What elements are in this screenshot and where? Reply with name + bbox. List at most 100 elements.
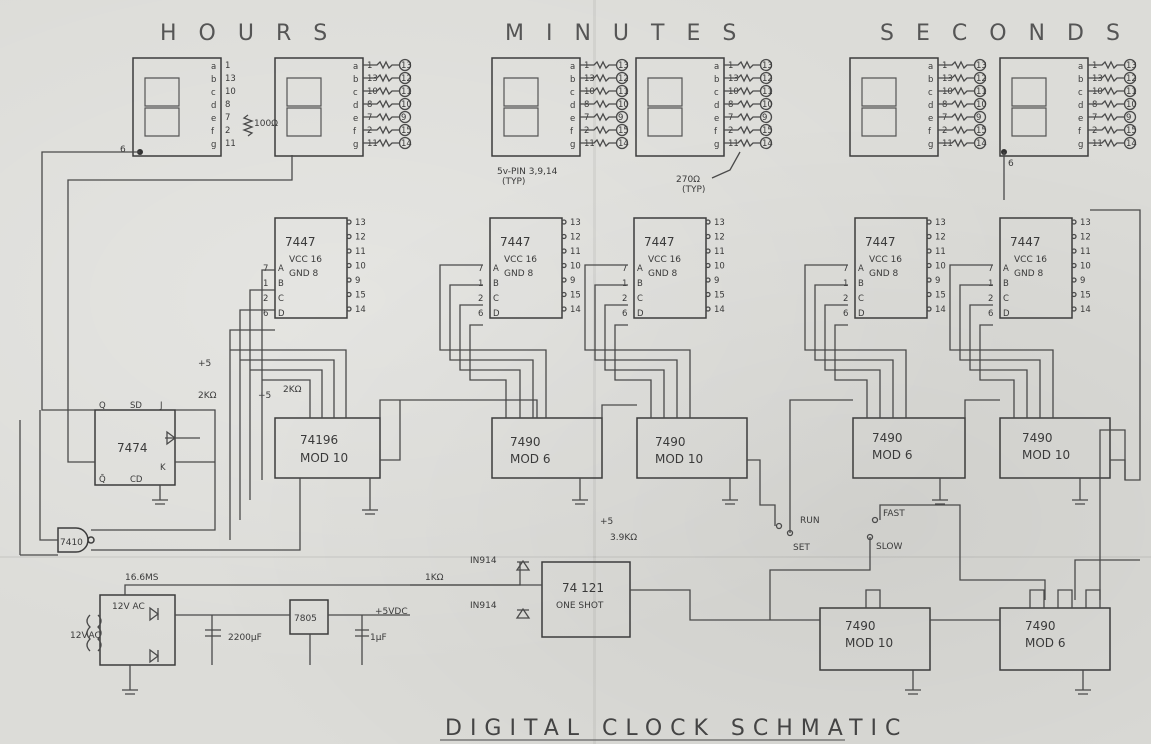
decoder-body bbox=[854, 217, 928, 319]
segment-resistor bbox=[938, 60, 975, 70]
segment-terminal-pin: 11 bbox=[401, 87, 412, 97]
decoder-name: 7447 bbox=[500, 235, 531, 249]
segment-letter: b bbox=[353, 75, 358, 85]
segment-terminal-pin: 15 bbox=[976, 126, 987, 136]
segment-terminal bbox=[398, 84, 412, 98]
segment-terminal bbox=[973, 110, 987, 124]
decoder-input-letter: D bbox=[858, 309, 865, 319]
segment-terminal bbox=[398, 97, 412, 111]
fast-switch-contact bbox=[871, 516, 879, 524]
segment-pin: 10 bbox=[584, 87, 595, 97]
segment-terminal-pin: 10 bbox=[401, 100, 412, 110]
header-hours: HOURS bbox=[160, 21, 349, 46]
chip-7474 bbox=[94, 409, 176, 486]
segment-pin: 2 bbox=[942, 126, 947, 136]
decoder-output-pin: 9 bbox=[355, 276, 360, 286]
segment-letter: f bbox=[1078, 127, 1082, 137]
decoder-vcc: VCC 16 bbox=[648, 255, 681, 265]
segment-pin: 13 bbox=[1092, 74, 1103, 84]
segment-resistor bbox=[724, 138, 761, 148]
segment-letter: g bbox=[714, 140, 719, 150]
decoder-output-pin: 15 bbox=[935, 291, 946, 301]
segment-resistor bbox=[580, 125, 617, 135]
decoder-gnd: GND 8 bbox=[648, 269, 677, 279]
decoder-body bbox=[489, 217, 563, 319]
decoder-name: 7447 bbox=[865, 235, 896, 249]
label-2200uf: 2200μF bbox=[228, 633, 262, 643]
decoder-output-pin: 12 bbox=[1080, 233, 1091, 243]
segment-terminal bbox=[973, 84, 987, 98]
segment-pin: 8 bbox=[1092, 100, 1097, 110]
segment-terminal bbox=[759, 97, 773, 111]
segment-resistor bbox=[724, 73, 761, 83]
decoder-input-letter: B bbox=[493, 279, 499, 289]
segment-letter: a bbox=[570, 62, 575, 72]
label-fast: FAST bbox=[883, 509, 905, 519]
decoder-output-dot bbox=[346, 277, 352, 283]
segment-terminal bbox=[759, 110, 773, 124]
segment-letter: e bbox=[211, 114, 216, 124]
decoder-output-pin: 13 bbox=[570, 218, 581, 228]
decoder-output-dot bbox=[926, 306, 932, 312]
segment-terminal bbox=[615, 110, 629, 124]
paper-fold-vertical bbox=[593, 0, 596, 744]
decoder-input-letter: C bbox=[858, 294, 864, 304]
nand-bubble bbox=[87, 536, 95, 544]
decoder-output-pin: 9 bbox=[935, 276, 940, 286]
segment-terminal-pin: 11 bbox=[1126, 87, 1137, 97]
decoder-output-dot bbox=[561, 277, 567, 283]
regulator-7805 bbox=[289, 599, 329, 635]
segment-terminal bbox=[973, 58, 987, 72]
decoder-output-dot bbox=[1071, 262, 1077, 269]
decoder-output-dot bbox=[561, 291, 567, 298]
display-digit bbox=[286, 77, 322, 137]
segment-letter: d bbox=[570, 101, 575, 111]
decoder-input-pin: 1 bbox=[478, 279, 483, 289]
segment-pin: 1 bbox=[1092, 61, 1097, 71]
header-seconds: SECONDS bbox=[880, 21, 1142, 46]
decoder-input-pin: 1 bbox=[263, 279, 268, 289]
segment-terminal-pin: 11 bbox=[976, 87, 987, 97]
segment-terminal bbox=[1123, 136, 1137, 150]
segment-terminal-pin: 14 bbox=[1126, 139, 1137, 149]
segment-terminal-pin: 12 bbox=[1126, 74, 1137, 84]
decoder-output-dot bbox=[926, 233, 932, 240]
decoder-output-dot bbox=[705, 248, 711, 254]
decoder-input-pin: 2 bbox=[263, 294, 268, 304]
chip-sec-mod6-mode: MOD 6 bbox=[872, 448, 913, 462]
segment-terminal-pin: 9 bbox=[618, 113, 623, 123]
leader-270 bbox=[711, 151, 741, 179]
decoder-output-pin: 10 bbox=[714, 262, 725, 272]
decoder-input-letter: A bbox=[278, 264, 284, 274]
segment-terminal-pin: 9 bbox=[1126, 113, 1131, 123]
segment-letter: e bbox=[353, 114, 358, 124]
chip-min-mod6-name: 7490 bbox=[510, 435, 541, 449]
segment-terminal bbox=[1123, 71, 1137, 85]
segment-terminal bbox=[398, 71, 412, 85]
segment-pin: 1 bbox=[367, 61, 372, 71]
decoder-input-letter: A bbox=[637, 264, 643, 274]
decoder-output-pin: 15 bbox=[355, 291, 366, 301]
decoder-output-pin: 14 bbox=[935, 305, 946, 315]
decoder-input-pin: 7 bbox=[263, 264, 268, 274]
segment-terminal-pin: 10 bbox=[976, 100, 987, 110]
segment-pin: 1 bbox=[225, 61, 230, 71]
segment-pin: 10 bbox=[728, 87, 739, 97]
segment-terminal-pin: 13 bbox=[401, 61, 412, 71]
segment-resistor bbox=[580, 138, 617, 148]
svg-text:SD: SD bbox=[130, 401, 142, 411]
chip-74196-name: 74196 bbox=[300, 433, 338, 447]
decoder-output-dot bbox=[346, 248, 352, 254]
segment-resistor bbox=[363, 86, 400, 96]
wiring bbox=[19, 151, 1141, 695]
decoder-output-pin: 12 bbox=[935, 233, 946, 243]
segment-terminal-pin: 13 bbox=[976, 61, 987, 71]
decoder-gnd: GND 8 bbox=[1014, 269, 1043, 279]
decoder-output-dot bbox=[561, 306, 567, 312]
